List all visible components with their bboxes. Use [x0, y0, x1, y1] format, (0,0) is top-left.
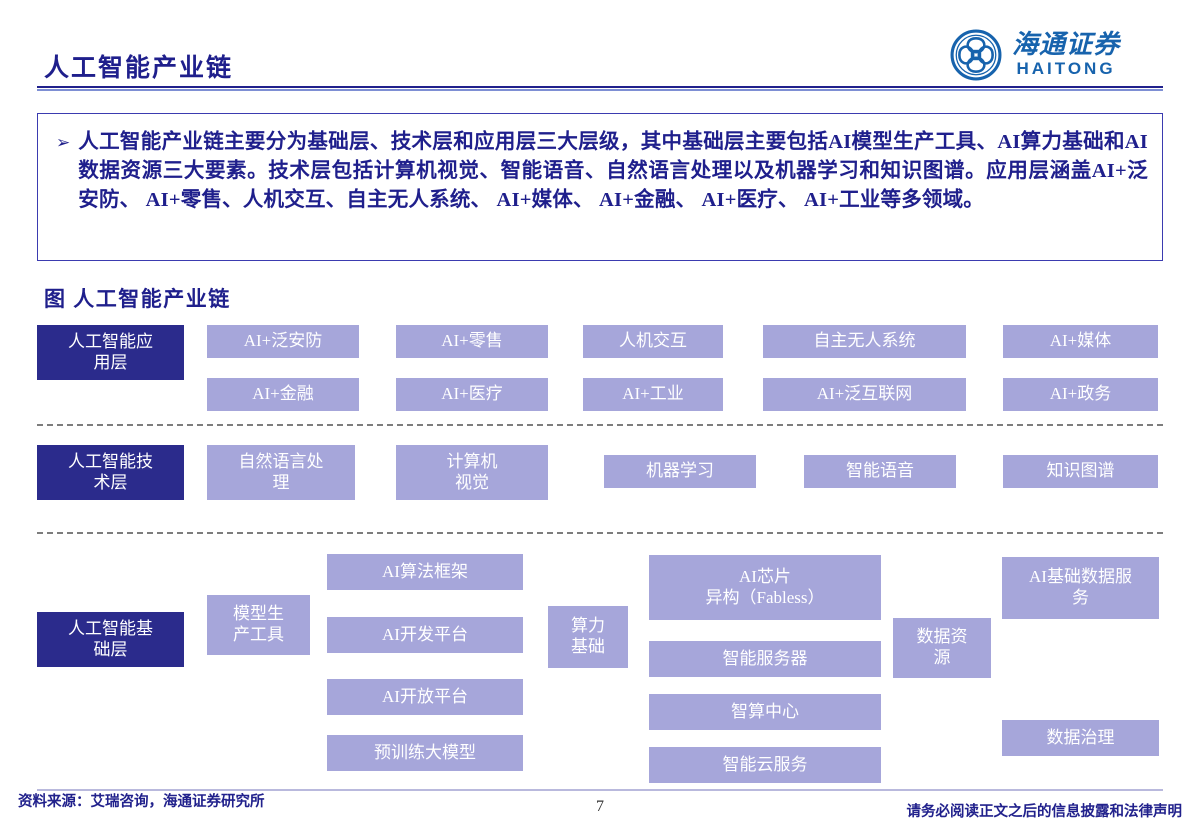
node-ai-algorithm-framework[interactable]: AI算法框架 [327, 554, 523, 590]
separator-application-technology [37, 424, 1163, 426]
node-data-resources[interactable]: 数据资 源 [893, 618, 991, 678]
summary-callout-box: ➢ 人工智能产业链主要分为基础层、技术层和应用层三大层级，其中基础层主要包括AI… [37, 113, 1163, 261]
node-knowledge-graph[interactable]: 知识图谱 [1003, 455, 1158, 488]
logo-chinese-name: 海通证券 [1012, 30, 1121, 59]
layer-label-foundation-line2: 础层 [93, 639, 128, 659]
node-compute-line2: 基础 [571, 637, 605, 656]
node-natural-language-processing[interactable]: 自然语言处 理 [207, 445, 355, 500]
title-divider-dark [37, 86, 1163, 88]
callout-body-text: 人工智能产业链主要分为基础层、技术层和应用层三大层级，其中基础层主要包括AI模型… [78, 131, 1148, 211]
node-computer-vision[interactable]: 计算机 视觉 [396, 445, 548, 500]
node-ai-industry[interactable]: AI+工业 [583, 378, 723, 411]
node-ai-data-service-line2: 务 [1072, 588, 1089, 607]
node-data-resources-line1: 数据资 [916, 627, 968, 647]
layer-label-technology-line1: 人工智能技 [68, 451, 153, 471]
node-cv-line1: 计算机 [446, 451, 498, 471]
page-number: 7 [596, 798, 604, 815]
node-ai-retail[interactable]: AI+零售 [396, 325, 548, 358]
layer-label-application-line1: 人工智能应 [68, 331, 153, 351]
layer-label-foundation-line1: 人工智能基 [68, 618, 153, 638]
layer-label-application: 人工智能应 用层 [37, 325, 184, 380]
node-intelligent-cloud-service[interactable]: 智能云服务 [649, 747, 881, 783]
disclaimer-note: 请务必阅读正文之后的信息披露和法律声明 [906, 804, 1183, 820]
node-model-tools-line2: 产工具 [233, 625, 284, 644]
node-intelligent-computing-center[interactable]: 智算中心 [649, 694, 881, 730]
node-autonomous-unmanned-systems[interactable]: 自主无人系统 [763, 325, 966, 358]
node-ai-chip-fabless[interactable]: AI芯片 异构（Fabless） [649, 555, 881, 620]
haitong-circular-emblem [950, 29, 1002, 80]
page-title: 人工智能产业链 [44, 55, 234, 82]
node-machine-learning[interactable]: 机器学习 [604, 455, 756, 488]
node-cv-line2: 视觉 [455, 472, 489, 492]
node-computing-power-foundation[interactable]: 算力 基础 [548, 606, 628, 668]
node-ai-healthcare[interactable]: AI+医疗 [396, 378, 548, 411]
footer-divider [37, 789, 1163, 791]
callout-inner: ➢ 人工智能产业链主要分为基础层、技术层和应用层三大层级，其中基础层主要包括AI… [56, 128, 1148, 215]
separator-technology-foundation [37, 532, 1163, 534]
node-ai-chip-line1: AI芯片 [739, 566, 791, 586]
node-intelligent-server[interactable]: 智能服务器 [649, 641, 881, 677]
node-data-resources-line2: 源 [933, 648, 951, 667]
node-ai-chip-line2: 异构（Fabless） [705, 587, 825, 607]
haitong-logo: 海通证券 HAITONG [950, 27, 1162, 82]
node-ai-media[interactable]: AI+媒体 [1003, 325, 1158, 358]
layer-label-application-line2: 用层 [93, 352, 128, 372]
bullet-arrow-icon: ➢ [56, 133, 71, 152]
title-divider-light [37, 89, 1163, 91]
node-ai-development-platform[interactable]: AI开发平台 [327, 617, 523, 653]
layer-label-technology: 人工智能技 术层 [37, 445, 184, 500]
node-nlp-line1: 自然语言处 [238, 451, 324, 471]
logo-english-name: HAITONG [1016, 59, 1116, 78]
figure-caption: 图 人工智能产业链 [44, 287, 231, 311]
node-data-governance[interactable]: 数据治理 [1002, 720, 1159, 756]
node-ai-government[interactable]: AI+政务 [1003, 378, 1158, 411]
node-ai-internet[interactable]: AI+泛互联网 [763, 378, 966, 411]
node-ai-data-service-line1: AI基础数据服 [1029, 567, 1132, 587]
node-nlp-line2: 理 [272, 472, 290, 492]
source-note: 资料来源：艾瑞咨询，海通证券研究所 [18, 794, 265, 810]
node-human-machine-interaction[interactable]: 人机交互 [583, 325, 723, 358]
node-intelligent-speech[interactable]: 智能语音 [804, 455, 956, 488]
node-compute-line1: 算力 [571, 616, 605, 636]
layer-label-technology-line2: 术层 [93, 472, 128, 492]
layer-label-foundation: 人工智能基 础层 [37, 612, 184, 667]
node-ai-basic-data-service[interactable]: AI基础数据服 务 [1002, 557, 1159, 619]
node-model-tools-line1: 模型生 [233, 604, 284, 624]
logo-text: 海通证券 HAITONG [1012, 30, 1121, 78]
node-ai-finance[interactable]: AI+金融 [207, 378, 359, 411]
node-ai-security[interactable]: AI+泛安防 [207, 325, 359, 358]
node-model-production-tools[interactable]: 模型生 产工具 [207, 595, 310, 655]
node-pretrained-large-model[interactable]: 预训练大模型 [327, 735, 523, 771]
node-ai-open-platform[interactable]: AI开放平台 [327, 679, 523, 715]
